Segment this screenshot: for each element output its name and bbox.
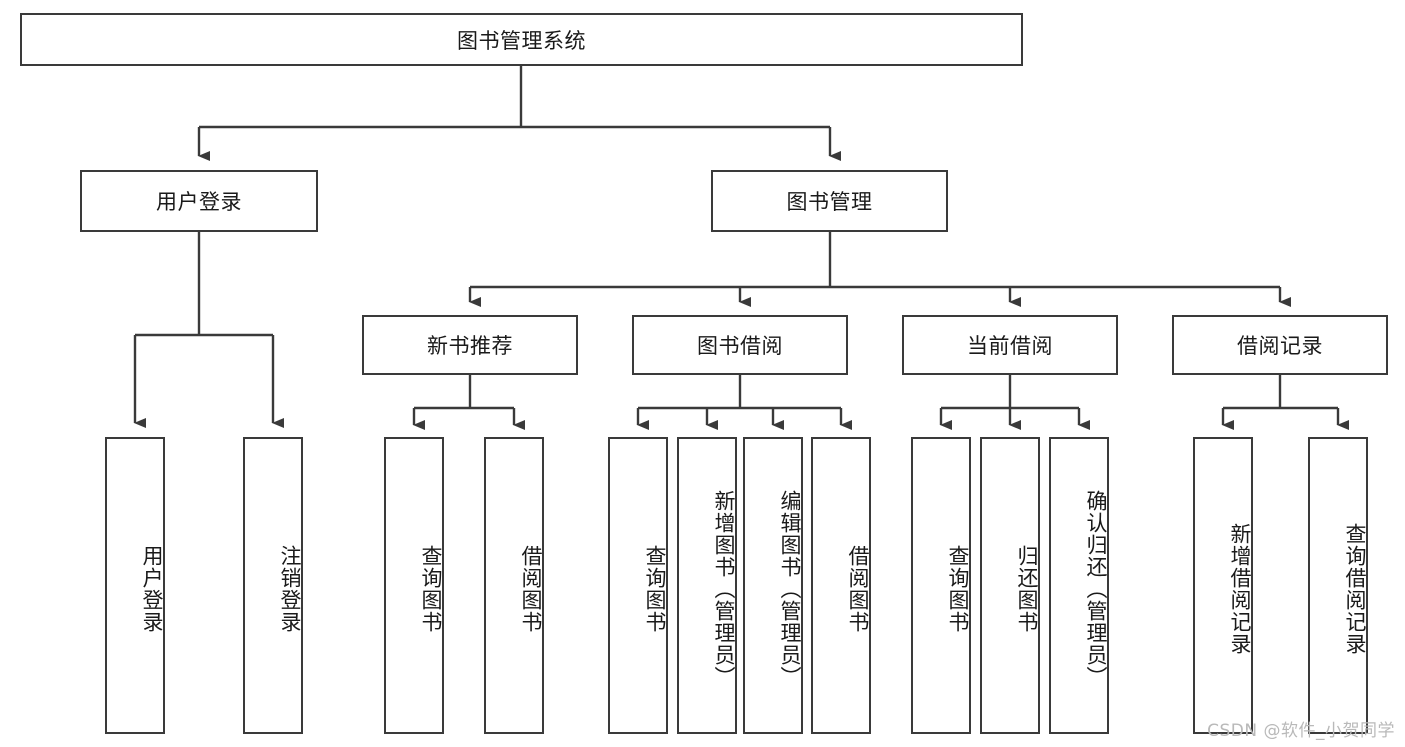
leaf-book-borrow-add-book-admin[interactable]: 新增图书（管理员） [677,437,737,734]
node-label: 当前借阅 [967,334,1053,358]
node-label: 归还图书 [1015,544,1039,633]
node-label: 图书借阅 [697,334,783,358]
node-label: 查询图书 [419,544,443,633]
node-label: 新增图书（管理员） [712,489,736,688]
node-book-borrow[interactable]: 图书借阅 [632,315,848,375]
leaf-new-book-query-book[interactable]: 查询图书 [384,437,444,734]
leaf-user-login-signout[interactable]: 注销登录 [243,437,303,734]
leaf-user-login-signin[interactable]: 用户登录 [105,437,165,734]
node-label: 借阅记录 [1237,334,1323,358]
node-label: 查询图书 [946,544,970,633]
node-label: 新增借阅记录 [1228,522,1252,655]
node-label: 借阅图书 [519,544,543,633]
node-label: 用户登录 [156,190,242,214]
leaf-new-book-borrow-book[interactable]: 借阅图书 [484,437,544,734]
node-book-management[interactable]: 图书管理 [711,170,948,232]
node-label: 用户登录 [140,544,164,633]
node-label: 编辑图书（管理员） [778,489,802,688]
node-new-book-recommend[interactable]: 新书推荐 [362,315,578,375]
leaf-borrow-record-query-record[interactable]: 查询借阅记录 [1308,437,1368,734]
node-label: 注销登录 [278,544,302,633]
leaf-current-borrow-return-book[interactable]: 归还图书 [980,437,1040,734]
node-label: 查询借阅记录 [1343,522,1367,655]
node-label: 图书管理系统 [457,28,586,53]
leaf-book-borrow-borrow-book[interactable]: 借阅图书 [811,437,871,734]
leaf-book-borrow-query-book[interactable]: 查询图书 [608,437,668,734]
leaf-book-borrow-edit-book-admin[interactable]: 编辑图书（管理员） [743,437,803,734]
node-label: 查询图书 [643,544,667,633]
leaf-borrow-record-add-record[interactable]: 新增借阅记录 [1193,437,1253,734]
node-current-borrow[interactable]: 当前借阅 [902,315,1118,375]
node-label: 确认归还（管理员） [1084,489,1108,688]
node-root-book-management-system[interactable]: 图书管理系统 [20,13,1023,66]
csdn-watermark: CSDN @软件_小贺同学 [1207,721,1395,741]
node-label: 图书管理 [786,190,873,214]
leaf-current-borrow-confirm-return-admin[interactable]: 确认归还（管理员） [1049,437,1109,734]
leaf-current-borrow-query-book[interactable]: 查询图书 [911,437,971,734]
node-user-login[interactable]: 用户登录 [80,170,318,232]
node-label: 借阅图书 [846,544,870,633]
node-borrow-record[interactable]: 借阅记录 [1172,315,1388,375]
node-label: 新书推荐 [427,334,513,358]
